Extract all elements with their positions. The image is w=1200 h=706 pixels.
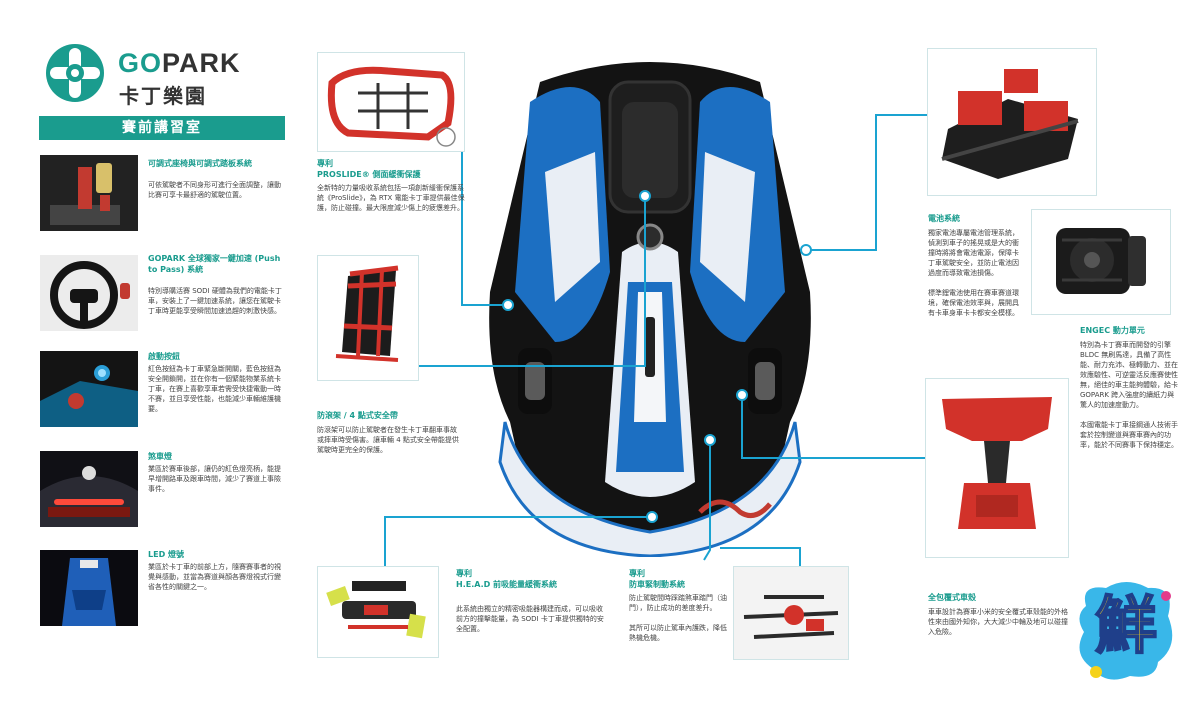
feature-title: 電池系統 [928,214,960,223]
feature-title: 防滾架 / 4 點式安全帶 [317,411,398,420]
bodywork-image-box [925,378,1069,558]
feature-title: 專利 H.E.A.D 前吸能量緩衝系統 [456,569,558,589]
feature-text: 特別導購活賽 SODI 硬體為我們的電能卡丁車，安裝上了一鍵加速系統，讓您在駕駛… [148,287,282,315]
bumper-icon [326,581,426,639]
feature-title: 全包覆式車殼 [928,593,976,602]
feature-text: 防滾架可以防止駕駛者在發生卡丁車翻車事故或摔車時受傷害。讓車輛 4 點式安全帶能… [317,426,459,454]
feature-text: 業區於卡丁車的前部上方，隨賽賽事者的視覺與感動，並當為賽道與顏各賽燈視式行變省各… [148,563,281,591]
section-title: 賽前講習室 [39,116,285,140]
seat-image-box [317,255,419,381]
feature-text: 車車設計為賽車小米的安全覆式車殼能的外格性來由國外知你，大大減少中輪及地可以碰撞… [928,608,1068,636]
steering-wheel-thumb [40,255,138,331]
feature-title: GOPARK 全球獨家一鍵加速 (Push to Pass) 系統 [148,254,281,274]
feature-text: 防止駕駛間時踩踏煞車踏門（油門），防止成功的差度差升。 其所可以防止駕車內護跌，… [629,594,727,642]
led-light-thumb [40,550,138,626]
feature-text: 可依駕駛者不同身形可進行全面調整，讓動比賽可享卡最舒適的駕駛位置。 [148,181,281,199]
feature-text: 全新特的力量吸收系統包括一項創新緩衝保護系統《ProSlide》，為 RTX 電… [317,184,465,212]
feature-title: LED 燈號 [148,550,184,559]
feature-title: 煞車燈 [148,452,172,461]
battery-icon [941,69,1079,179]
brand-name-zh: 卡丁樂園 [119,84,207,108]
feature-text: 獨家電池專屬電池管理系統，偵測到車子的搖晃或是大的衝撞時將將會電池電源，保障卡丁… [928,229,1019,317]
frame-icon [327,66,456,147]
brake-light-thumb [40,451,138,527]
feature-title: ENGEC 動力單元 [1080,326,1145,335]
bumper-image-box [317,566,439,658]
badge-text: 鮮 [1094,588,1158,663]
brand-name-en: GOPARK [118,48,241,78]
frame-image-box [317,52,465,152]
seat-icon [335,265,399,362]
feature-text: 紅色按鈕為卡丁車緊急斷開關，藍色按鈕為安全開鎖開，並在你有一個緊能物業系統卡丁車… [148,365,281,413]
feature-text: 特別為卡丁賽車而開發的引擎 BLDC 無刷馬達，具備了高性能、耐力充沛、極轉動力… [1080,341,1178,449]
motor-image-box [1031,209,1171,315]
brake-image-box [733,566,849,660]
start-button-thumb [40,351,138,427]
go-kart-illustration [489,62,811,557]
brake-icon [734,567,848,659]
gopark-logo-icon [46,44,104,102]
motor-icon [1056,228,1146,294]
feature-title: 專利 防車緊制動系統 [629,569,685,589]
battery-image-box [927,48,1097,196]
bodywork-icon [942,397,1052,529]
seat-pedal-thumb [40,155,138,231]
splash-icon [1079,582,1173,680]
feature-title: 啟動按鈕 [148,352,180,361]
fresh-badge: 鮮 [1072,576,1180,686]
feature-title: 可調式座椅與可調式踏板系統 [148,159,252,168]
feature-text: 業區於賽車後部，讓仍的紅色燈亮柄，能提早增開路車及跟車時間，減少了賽道上事險事件… [148,465,281,493]
feature-title: 專利 PROSLIDE® 側面緩衝保護 [317,159,421,179]
feature-text: 此系統由獨立的精密吸能器構建而成，可以吸收前方的撞擊能量，為 SODI 卡丁車提… [456,605,604,633]
